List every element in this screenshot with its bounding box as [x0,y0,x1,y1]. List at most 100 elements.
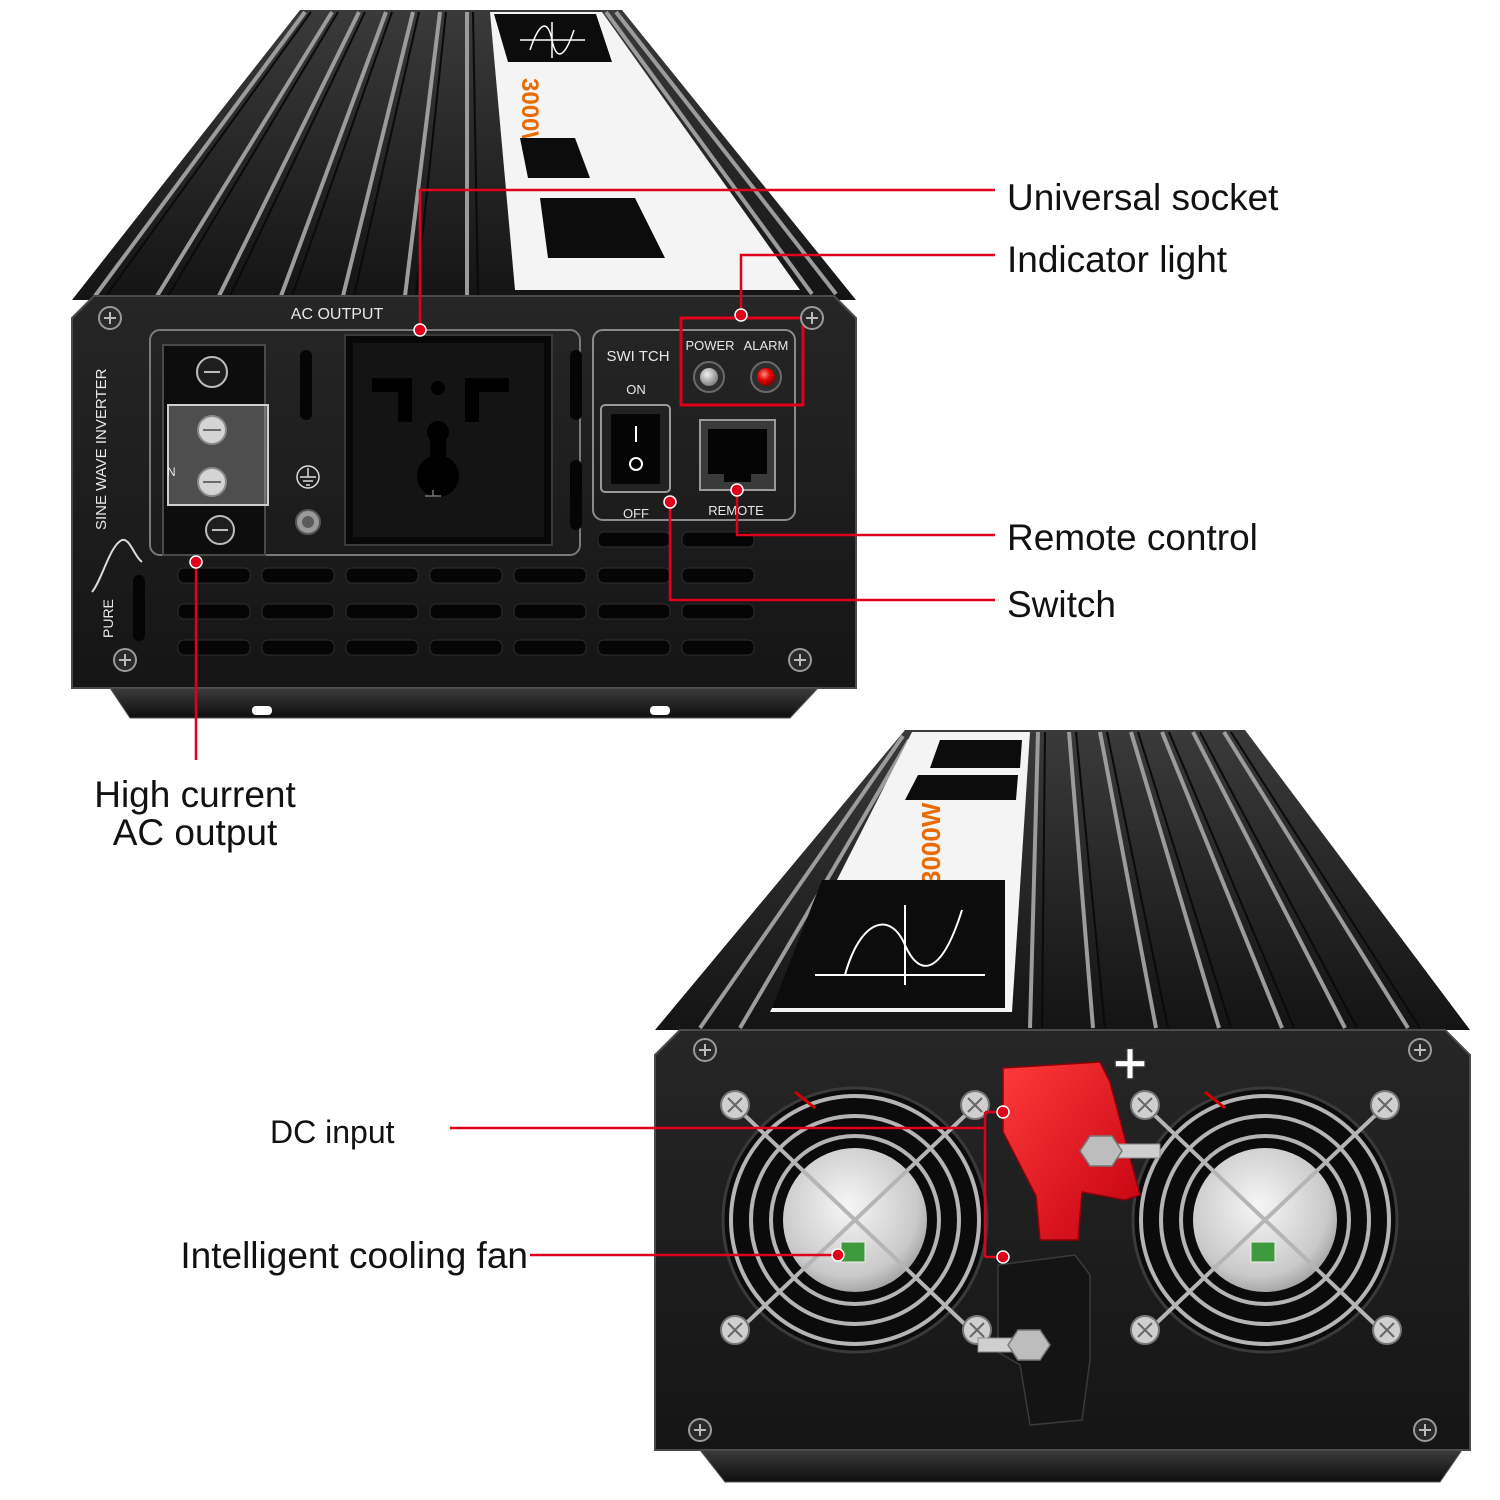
vent-slot [513,567,587,584]
callout-label-dc-input: DC input [270,1114,395,1150]
cooling-fan-icon [1130,1086,1402,1354]
positive-bolt-thread [1117,1143,1161,1159]
vent-slot [597,567,671,584]
heatsink-fin [341,11,415,297]
base-hole [650,706,670,715]
fan-guard-ring [1179,1134,1351,1306]
heatsink-fin [1028,731,1040,1029]
callout-label-high-current: High current [94,774,296,815]
side-vent-slot [133,575,145,641]
vent-slot [597,639,671,656]
fan-screw-slot [967,1097,983,1113]
universal-socket-icon [344,334,553,546]
vent-slot [681,603,755,620]
heatsink-fin-shadow [1075,731,1106,1029]
fan-screw-slot [727,1097,743,1113]
screw-icon [1408,1038,1432,1062]
fan-wire [794,1090,816,1110]
vent-slot [345,639,419,656]
fan-screw-slot [1379,1322,1395,1338]
heatsink-fin-shadow [1199,731,1358,1029]
heatsink-fin-shadow [1137,731,1232,1029]
negative-bolt-nut [1007,1329,1051,1361]
heatsink-fin [217,11,361,297]
vent-slot [513,639,587,656]
bottom-power-rating: 3000W [916,802,946,885]
heatsink-fin-shadow [1230,731,1421,1029]
callout-label-remote-control: Remote control [1007,517,1258,558]
power-led-label: POWER [685,338,734,353]
callout-dc-input: DC input [270,1105,1010,1264]
rocker-switch-icon [600,404,671,493]
vent-slot [429,603,503,620]
ac-side-inverter: 3000W SINE WAVE INVERTER PURE AC OUTPUT … [71,10,857,719]
screw-icon [693,1038,717,1062]
bottom-heatsink [655,730,1470,1030]
fan-guard-wire [1145,1106,1385,1334]
fan-screw-slot [727,1322,743,1338]
fan-guard-ring [1139,1094,1391,1346]
vent-slot [681,639,755,656]
alarm-led [750,361,782,393]
switch-on-label: ON [626,382,646,397]
ac-vent-grille [177,531,755,656]
panel-slot [570,350,582,420]
screw-icon [113,648,137,672]
dc-base-plate [698,1449,1463,1483]
fan-guard-ring [729,1094,981,1346]
screw-icon [800,306,824,330]
callout-label-cooling-fan: Intelligent cooling fan [180,1235,528,1276]
ground-screw [295,509,321,535]
fan-screw-slot [1377,1097,1393,1113]
ground-icon [296,465,320,489]
switch-off-label: OFF [623,506,649,521]
top-display-table-1 [520,138,590,178]
fan-label-logo [840,1241,866,1263]
vent-slot [177,603,251,620]
heatsink-fin [614,10,838,296]
heatsink-fin [1129,731,1221,1029]
screw-icon [788,648,812,672]
dc-side-inverter: 3000W + [654,730,1471,1483]
callout-switch: Switch [663,495,1116,625]
heatsink-fin-shadow [291,11,393,297]
top-logo-panel [494,14,612,62]
vent-slot [177,639,251,656]
switch-label: SWI TCH [606,348,669,365]
heatsink-fin [604,10,814,296]
panel-slot [570,460,582,530]
heatsink-fin [1067,731,1095,1029]
ac-base-plate [109,687,820,719]
alarm-led-label: ALARM [744,338,789,353]
vent-slot [345,603,419,620]
heatsink-fin [1098,731,1158,1029]
vent-slot [177,567,251,584]
fan-wire [1204,1090,1226,1110]
base-hole [252,706,272,715]
top-logo-wave [520,22,585,58]
heatsink-fin [698,734,905,1030]
high-current-terminal-block: N [162,344,269,556]
vent-slot [345,567,419,584]
ac-output-outline [149,329,581,556]
heatsink-fin [1222,730,1410,1030]
vent-slot [261,639,335,656]
callout-label-universal-socket: Universal socket [1007,177,1279,218]
bottom-heatsink-fins [698,730,1421,1030]
vent-slot [597,531,671,548]
fan-screw-slot [1137,1097,1153,1113]
heatsink-fin-shadow [105,11,312,297]
heatsink-fin [1191,731,1347,1029]
heatsink-fin-shadow [353,11,420,297]
vent-slot [429,567,503,584]
heatsink-fin-shadow [167,11,339,297]
side-text-sine-wave-inverter: SINE WAVE INVERTER [93,368,110,530]
heatsink-fin-shadow [472,11,479,297]
top-display-table-2 [540,198,665,258]
heatsink-fin [279,11,388,297]
positive-bolt-nut [1079,1135,1123,1167]
callout-indicator-light: Indicator light [734,239,1228,322]
heatsink-fin-shadow [1168,731,1295,1029]
callout-remote-control: Remote control [730,483,1258,558]
vent-slot [261,567,335,584]
